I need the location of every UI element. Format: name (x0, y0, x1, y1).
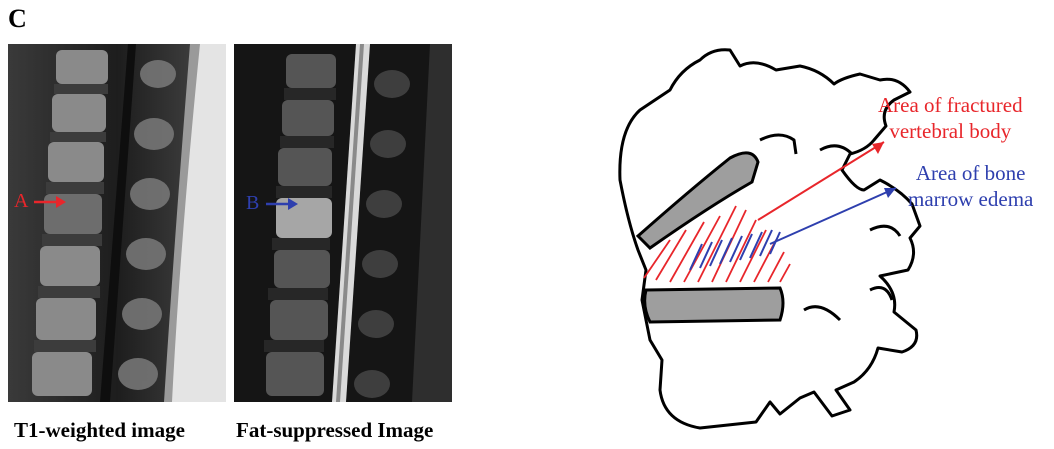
edema-annotation: Area of bone marrow edema (908, 160, 1033, 212)
marker-b: B (246, 192, 298, 215)
edema-annotation-line-2: marrow edema (908, 186, 1033, 212)
fracture-annotation: Area of fractured vertebral body (878, 92, 1023, 144)
edema-arrow (770, 188, 896, 244)
lower-endplate (645, 288, 783, 322)
fracture-annotation-line-1: Area of fractured (878, 92, 1023, 118)
marker-b-arrow (264, 198, 298, 210)
fat-suppressed-caption: Fat-suppressed Image (236, 418, 433, 443)
marker-a-label: A (14, 190, 27, 212)
edema-annotation-line-1: Area of bone (908, 160, 1033, 186)
t1-mri-image (8, 44, 226, 402)
fracture-arrow (758, 142, 884, 220)
marker-b-label: B (246, 192, 259, 214)
marker-a-arrow (32, 196, 66, 208)
t1-caption: T1-weighted image (14, 418, 185, 443)
fracture-annotation-line-2: vertebral body (878, 118, 1023, 144)
marker-a: A (14, 190, 66, 213)
panel-letter: C (8, 4, 27, 34)
fat-suppressed-mri-image (234, 44, 452, 402)
